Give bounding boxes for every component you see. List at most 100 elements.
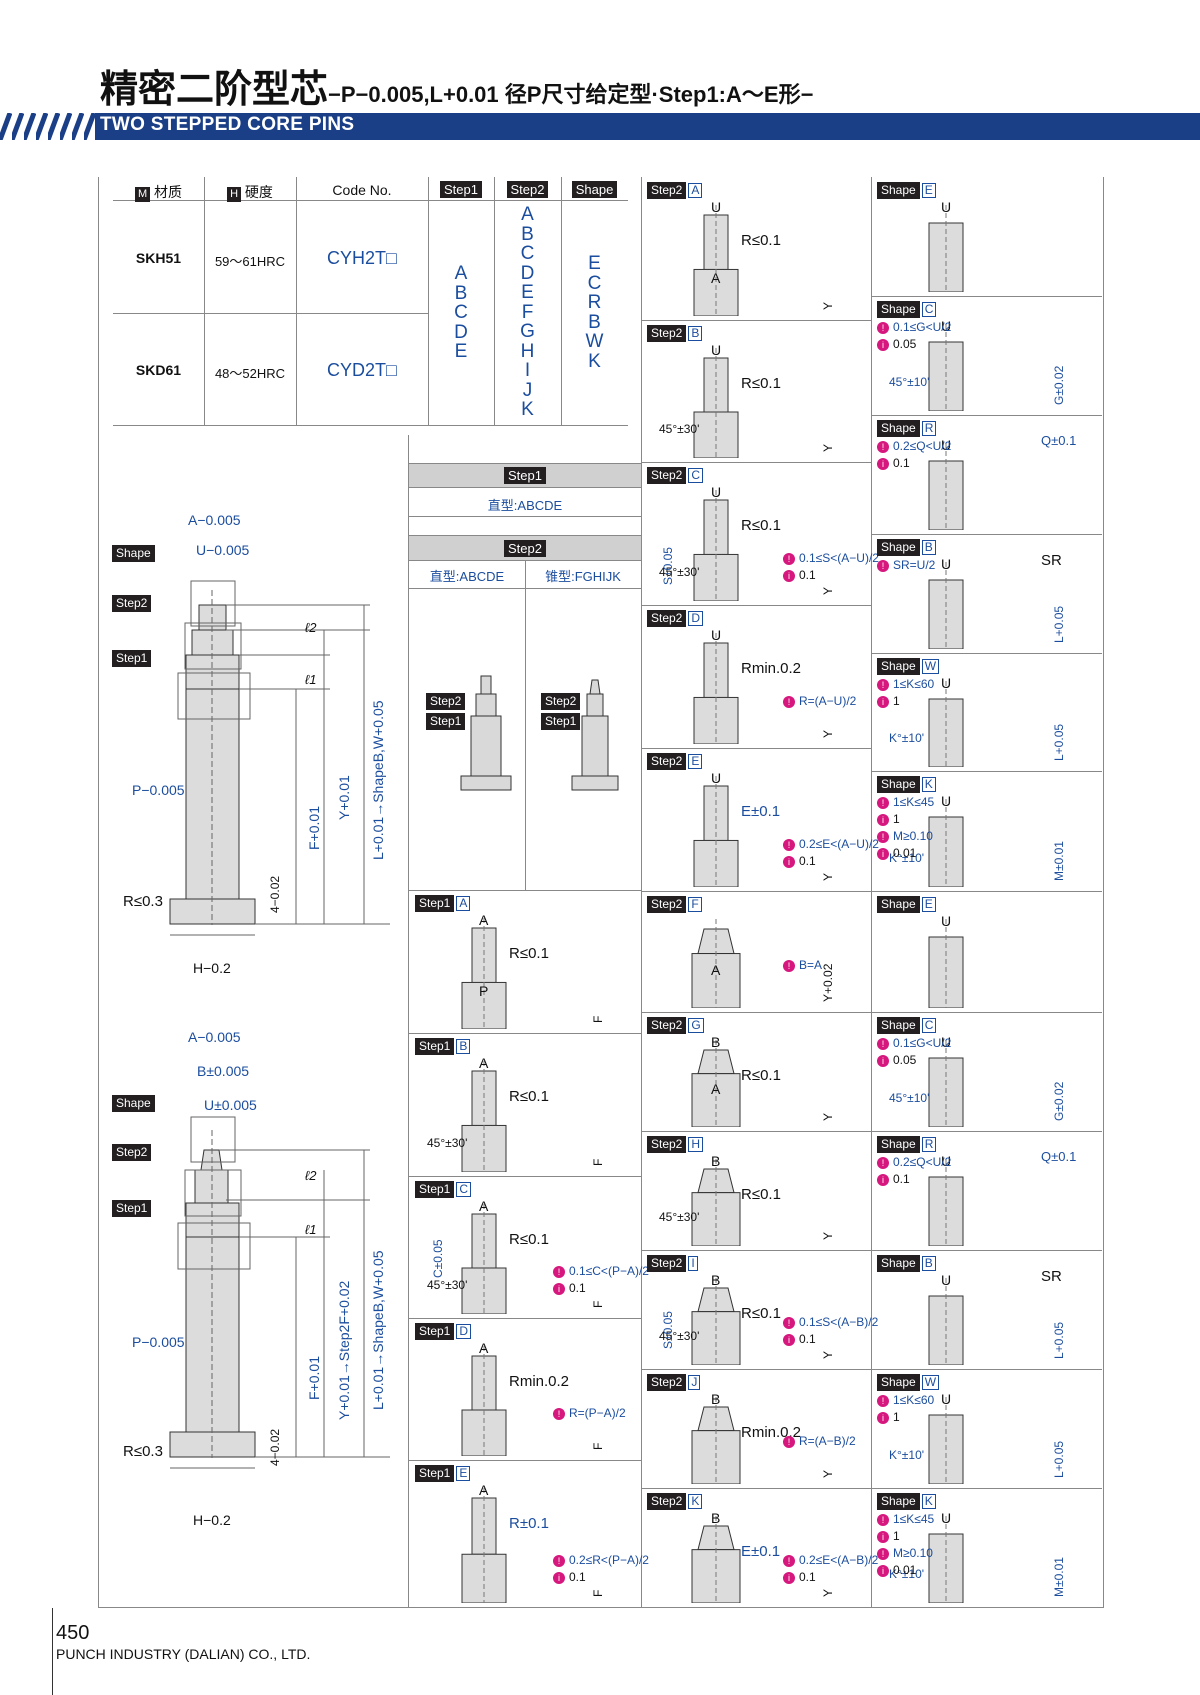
cell-dim-top: A — [479, 1340, 489, 1356]
option-letter: R — [587, 292, 602, 313]
type-step2-taper: 锥型:FGHIJK — [545, 569, 621, 584]
page-number: 450 — [56, 1622, 90, 1644]
cell-dim-side: L+0.05 — [1052, 1321, 1066, 1359]
cell-note: !1≤K≤45 — [877, 795, 934, 809]
cell-note-text: M≥0.10 — [893, 1546, 933, 1560]
cell-letter: E — [921, 897, 936, 912]
code-cyh2t: CYH2T□ — [327, 248, 397, 268]
cell-note: !0.1≤G<U/2 — [877, 1036, 951, 1050]
note-marker-icon: ! — [877, 1394, 889, 1407]
option-letter: F — [521, 301, 534, 323]
option-letter: K — [588, 350, 601, 372]
cell-note-text: 0.05 — [893, 1053, 917, 1067]
cell-dim-angle: K°±10' — [889, 851, 925, 865]
note-marker-icon: i — [877, 1530, 889, 1543]
note-marker-icon: ! — [783, 1316, 795, 1329]
cell-dim-side: F — [591, 1589, 605, 1597]
option-letter: A — [521, 204, 534, 225]
cell-dim-top: U — [711, 770, 722, 786]
cell-note: !1≤K≤60 — [877, 1393, 934, 1407]
main-dim-a: A−0.005 — [188, 512, 241, 528]
note-marker-icon: i — [783, 1333, 795, 1346]
cell-note-text: 0.1≤G<U/2 — [893, 320, 952, 334]
cell-note: !R=(A−B)/2 — [783, 1434, 856, 1448]
option-letter: E — [454, 341, 468, 362]
cell-letter: H — [688, 1137, 704, 1152]
cell-note-text: 0.1≤S<(A−B)/2 — [799, 1315, 879, 1329]
option-letter: B — [454, 282, 468, 304]
cell-tag: Step2 — [647, 610, 687, 627]
cell-dim-angle: 45°±30' — [659, 422, 700, 436]
option-letter: B — [521, 223, 534, 245]
cell-letter: E — [921, 183, 936, 198]
note-marker-icon: ! — [877, 559, 889, 572]
cell-letter: C — [921, 1018, 937, 1033]
cell-note: !0.1≤S<(A−U)/2 — [783, 551, 879, 565]
type-step2-header: Step2 — [409, 536, 641, 560]
main-dim-r: R≤0.3 — [123, 893, 163, 910]
taper-dim-u: U±0.005 — [204, 1097, 257, 1113]
option-letter: D — [454, 321, 468, 343]
cell-dim-q: Q±0.1 — [1041, 1149, 1077, 1164]
pin-profile-drawing — [928, 799, 964, 887]
cell-tag: Shape — [877, 420, 920, 437]
cell-tag: Shape — [877, 1374, 920, 1391]
cell-dim-side: Y — [821, 1469, 835, 1478]
pin-profile-drawing — [693, 633, 739, 744]
note-marker-icon: ! — [877, 830, 889, 843]
note-marker-icon: i — [877, 1173, 889, 1186]
cell-dim-side: L+0.05 — [1052, 723, 1066, 761]
cell-letter: E — [456, 1466, 471, 1481]
main-step2-tag: Step2 — [112, 594, 152, 612]
cell-dim-angle: K°±10' — [889, 731, 925, 745]
cell-note: ! 0.1≤S<(A−B)/2 — [783, 1315, 878, 1329]
cell-dim-side: M±0.01 — [1052, 1557, 1066, 1597]
col-hardness-header: H 硬度 — [204, 182, 296, 202]
taper-dim-p: P−0.005 — [132, 1334, 185, 1350]
cell-note-text: 0.2≤E<(A−U)/2 — [799, 837, 879, 851]
cell-tag: Shape — [877, 776, 920, 793]
option-letter: E — [588, 253, 601, 274]
cell-dim-mid: A — [711, 270, 721, 286]
cell-dim-side: Y — [821, 1588, 835, 1597]
cell-letter: K — [921, 1494, 936, 1509]
note-marker-icon: i — [877, 457, 889, 470]
cell-letter: W — [921, 659, 940, 674]
cell-dim-angle: K°±10' — [889, 1567, 925, 1581]
cell-dim-side: F — [591, 1442, 605, 1450]
option-letter: A — [454, 263, 468, 284]
cell-dim-r: R≤0.1 — [741, 1305, 781, 1322]
note-marker-icon: ! — [783, 1554, 795, 1567]
cell-letter: K — [688, 1494, 703, 1509]
cell-dim-side: Y — [821, 1231, 835, 1240]
pin-profile-drawing — [928, 1397, 964, 1484]
cell-dim-angle: K°±10' — [889, 1448, 925, 1462]
cell-dim-top: U — [941, 437, 952, 453]
cell-dim-top: U — [711, 342, 722, 358]
cell-note-text: 0.1 — [569, 1281, 586, 1295]
cell-dim-q: Q±0.1 — [1041, 433, 1077, 448]
pin-profile-drawing — [691, 1040, 741, 1127]
cell-note: !M≥0.10 — [877, 829, 933, 843]
taper-dim-l1: ℓ1 — [305, 1222, 317, 1237]
cell-note-text: 0.2≤Q<U/2 — [893, 439, 952, 453]
main-dim-y: Y+0.01 — [336, 775, 352, 820]
pin-profile-drawing — [693, 348, 739, 458]
cell-dim-side: Y — [821, 872, 835, 881]
cell-tag: Step2 — [647, 1136, 687, 1153]
cell-dim-r: R≤0.1 — [741, 517, 781, 534]
